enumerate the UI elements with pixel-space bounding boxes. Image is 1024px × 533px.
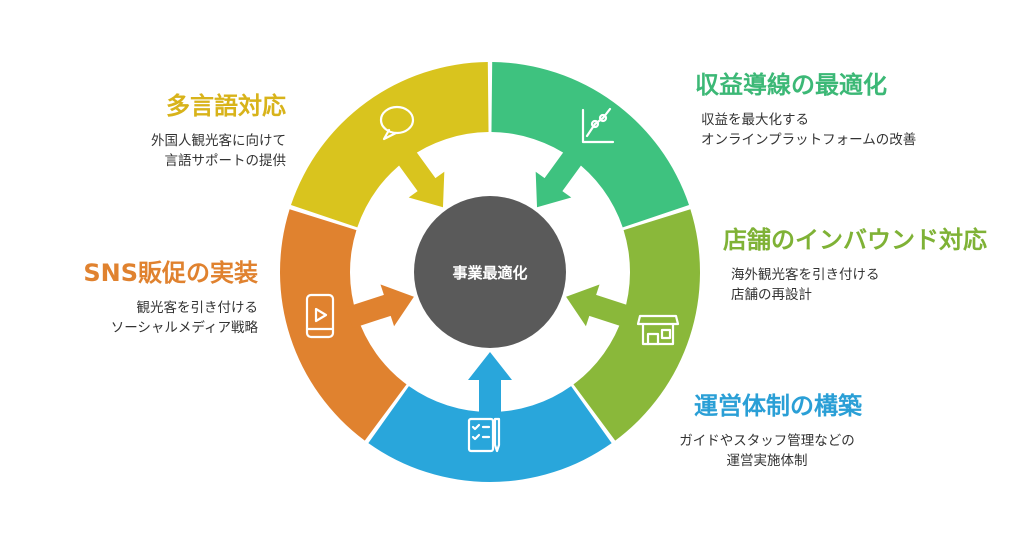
label-operations: 運営体制の構築 ガイドやスタッフ管理などの 運営実施体制 [672, 391, 862, 471]
label-multilingual: 多言語対応 外国人観光客に向けて 言語サポートの提供 [151, 91, 286, 171]
arrow-sns [345, 284, 414, 329]
storefront-icon [636, 314, 680, 346]
desc-sns-line-2: ソーシャルメディア戦略 [110, 320, 258, 336]
title-sns: SNS販促の実装 [83, 259, 258, 287]
desc-revenue-line-2: オンラインプラットフォームの改善 [701, 132, 917, 148]
label-revenue: 収益導線の最適化 収益を最大化する オンラインプラットフォームの改善 [695, 70, 916, 150]
title-multilingual: 多言語対応 [166, 92, 286, 120]
title-inbound: 店舗のインバウンド対応 [723, 226, 987, 254]
title-operations: 運営体制の構築 [694, 392, 862, 420]
arrow-inbound [566, 284, 635, 329]
mobile-video-icon [305, 293, 335, 339]
segment-revenue [491, 62, 690, 228]
desc-operations: ガイドやスタッフ管理などの 運営実施体制 [672, 431, 862, 471]
desc-operations-line-1: ガイドやスタッフ管理などの [679, 433, 855, 449]
checklist-pen-icon [467, 417, 501, 453]
label-sns: SNS販促の実装 観光客を引き付ける ソーシャルメディア戦略 [83, 258, 258, 338]
segment-sns [280, 209, 407, 441]
desc-multilingual-line-1: 外国人観光客に向けて [151, 133, 286, 149]
desc-operations-line-2: 運営実施体制 [726, 453, 808, 469]
arrow-multilingual [394, 145, 445, 208]
title-revenue: 収益導線の最適化 [695, 71, 887, 99]
arrow-revenue [535, 145, 586, 208]
desc-inbound-line-2: 店舗の再設計 [731, 287, 812, 303]
center-circle [414, 196, 566, 348]
desc-sns-line-1: 観光客を引き付ける [136, 300, 259, 316]
arrow-operations [468, 352, 512, 420]
segment-operations [368, 386, 612, 482]
ring [280, 62, 700, 482]
desc-inbound-line-1: 海外観光客を引き付ける [731, 267, 880, 283]
label-inbound: 店舗のインバウンド対応 海外観光客を引き付ける 店舗の再設計 [723, 225, 987, 305]
desc-multilingual: 外国人観光客に向けて 言語サポートの提供 [151, 131, 286, 171]
segment-multilingual [290, 62, 489, 228]
line-chart-icon [581, 107, 615, 144]
desc-multilingual-line-2: 言語サポートの提供 [164, 153, 287, 169]
desc-revenue-line-1: 収益を最大化する [701, 112, 809, 128]
speech-bubble-icon [379, 105, 415, 141]
center-label: 事業最適化 [452, 264, 527, 282]
desc-inbound: 海外観光客を引き付ける 店舗の再設計 [723, 265, 987, 305]
desc-sns: 観光客を引き付ける ソーシャルメディア戦略 [83, 298, 258, 338]
segment-inbound [573, 209, 700, 441]
arrows [345, 145, 635, 420]
desc-revenue: 収益を最大化する オンラインプラットフォームの改善 [695, 110, 916, 150]
